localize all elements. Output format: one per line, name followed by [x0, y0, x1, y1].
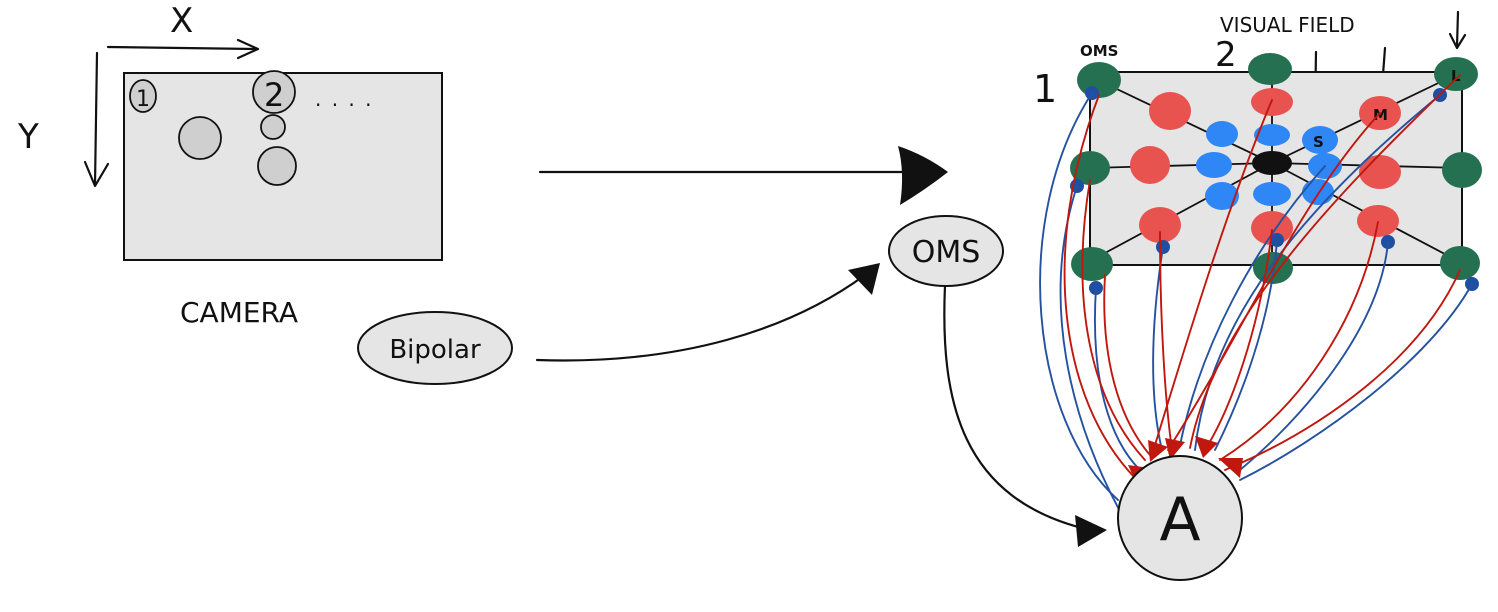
camera-blob-4 [260, 114, 286, 140]
visual-field-group: VISUAL FIELD OMS 1 2 [1033, 10, 1482, 295]
camera-blob-1 [129, 79, 157, 113]
visual-field-index-1: 1 [1033, 67, 1057, 111]
camera-continuation-dots: . . . . [315, 87, 374, 111]
oms-node-shape [888, 215, 1004, 287]
s-cones [1196, 121, 1342, 210]
bipolar-node-shape [357, 311, 513, 385]
camera-group: X Y 1 2 . . . . CAMERA [17, 1, 443, 329]
l-cell [1434, 57, 1478, 91]
bipolar-node-label: Bipolar [389, 335, 481, 365]
red-wires [1063, 74, 1461, 479]
visual-field-oms-label: OMS [1080, 42, 1118, 60]
camera-x-axis-arrow [106, 45, 258, 51]
camera-blob-2 [252, 70, 296, 114]
camera-y-axis-arrowhead [83, 160, 110, 188]
amacrine-node: A [1117, 455, 1243, 581]
blue-wires [1039, 92, 1473, 516]
l-pointer-arrowhead [1448, 32, 1467, 50]
camera-blob-2-label: 2 [264, 76, 284, 114]
l-cell-label: L [1451, 67, 1461, 85]
wires [1039, 74, 1473, 516]
oms-node: OMS [888, 215, 1004, 287]
oms-cells [1070, 53, 1482, 284]
bipolar-to-oms-arrowhead [848, 263, 880, 295]
camera-x-axis-label: X [170, 1, 193, 41]
visual-field-title: VISUAL FIELD [1220, 13, 1355, 37]
oms-to-amacrine-arrowhead [1075, 515, 1107, 547]
camera-blob-3 [178, 116, 222, 160]
s-cone [1302, 126, 1338, 154]
camera-y-axis-arrow [93, 51, 99, 187]
camera-blob-5 [257, 146, 297, 186]
camera-caption: CAMERA [180, 296, 298, 329]
oms-node-label: OMS [912, 235, 981, 270]
camera-blob-1-label: 1 [136, 87, 150, 112]
camera-y-axis-label: Y [17, 117, 39, 157]
bipolar-node: Bipolar [357, 311, 513, 385]
l-pointer-arrow [1455, 10, 1460, 48]
visual-field-index-2: 2 [1215, 35, 1237, 75]
amacrine-node-shape [1117, 455, 1243, 581]
m-cone-label: M [1373, 106, 1388, 124]
flow-arrows [535, 146, 1107, 547]
oms-to-amacrine-arrow [943, 283, 1092, 532]
center-cell [1252, 151, 1292, 175]
amacrine-node-label: A [1159, 485, 1200, 555]
camera-to-field-arrowhead [898, 146, 948, 205]
camera-x-axis-arrowhead [236, 38, 260, 60]
bipolar-to-oms-arrow [535, 273, 867, 362]
s-cone-label: S [1313, 133, 1324, 151]
